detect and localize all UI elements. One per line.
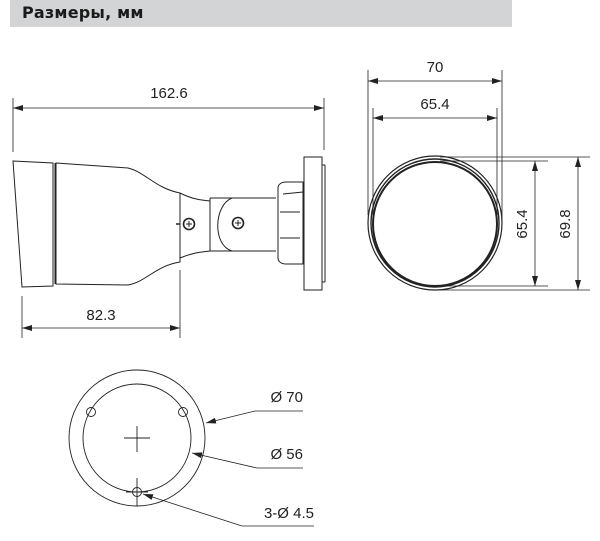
front-outer-circle xyxy=(367,155,503,291)
leader-outer-diameter xyxy=(205,410,256,424)
camera-body xyxy=(55,162,181,286)
ball-joint xyxy=(217,197,233,252)
section-title: Размеры, мм xyxy=(22,3,144,22)
overall-length-label: 162.6 xyxy=(150,85,188,102)
bracket-arm xyxy=(210,197,276,252)
front-view xyxy=(367,70,590,291)
section-header-bar xyxy=(10,0,512,27)
mount-plate xyxy=(303,156,323,291)
screw-icon xyxy=(182,217,196,231)
screw-icon xyxy=(231,216,245,230)
camera-hood xyxy=(12,160,54,288)
inner-width-label: 65.4 xyxy=(420,96,449,113)
outer-height-label: 69.8 xyxy=(557,209,574,238)
hole-circle-diameter-label: Ø 56 xyxy=(270,446,303,463)
body-length-label: 82.3 xyxy=(86,307,115,324)
mounting-hole xyxy=(86,407,96,417)
mounting-holes-label: 3-Ø 4.5 xyxy=(264,505,314,522)
leader-hole-circle xyxy=(191,452,258,469)
leader-mounting-holes xyxy=(142,493,243,527)
side-view xyxy=(12,98,326,338)
inner-height-label: 65.4 xyxy=(514,209,531,238)
outer-diameter-label: Ø 70 xyxy=(270,389,303,406)
mounting-hole xyxy=(178,407,188,417)
base-view xyxy=(68,369,314,527)
mount-cap xyxy=(277,181,304,265)
outer-width-label: 70 xyxy=(427,59,444,76)
